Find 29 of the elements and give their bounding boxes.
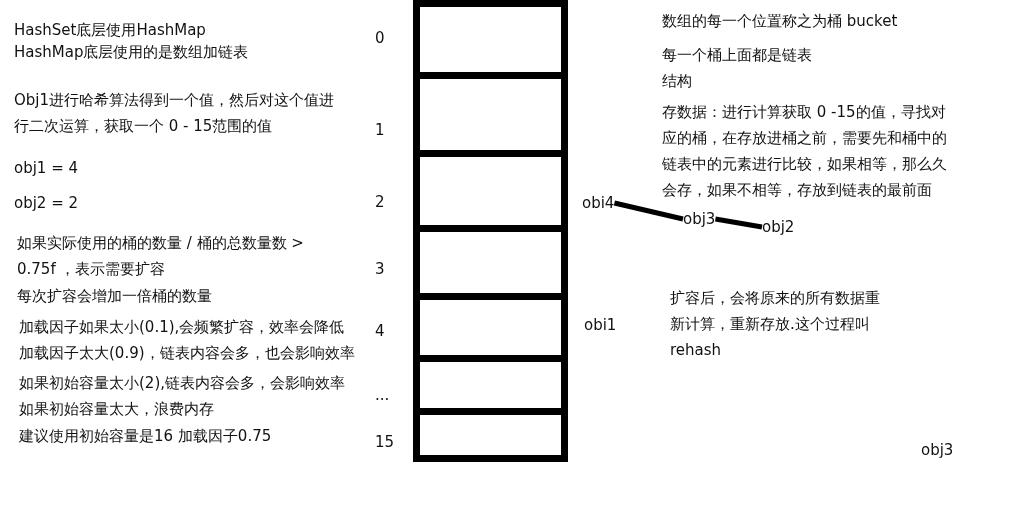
connector-line	[715, 216, 763, 230]
note-text: HashSet底层使用HashMap	[14, 20, 206, 41]
note-text: obj3	[921, 440, 954, 461]
object-label: obj3	[683, 209, 716, 229]
note-text: 如果初始容量太小(2),链表内容会多，会影响效率	[19, 373, 345, 394]
index-number: ...	[375, 385, 390, 405]
connector-line	[613, 200, 684, 222]
note-text: obj2 = 2	[14, 193, 79, 214]
note-text: 如果初始容量太大，浪费内存	[19, 399, 214, 420]
index-number: 1	[375, 120, 385, 140]
index-number: 2	[375, 192, 385, 212]
note-text: obi1	[584, 315, 617, 336]
note-text: obj1 = 4	[14, 158, 79, 179]
note-text: HashMap底层使用的是数组加链表	[14, 42, 249, 63]
note-text: 如果实际使用的桶的数量 / 桶的总数量数 > 0.75f ，表示需要扩容	[17, 233, 305, 280]
index-number: 0	[375, 28, 385, 48]
note-text: 建议使用初始容量是16 加载因子0.75	[19, 426, 272, 447]
object-label: obj2	[762, 217, 795, 237]
note-text: 加载因子如果太小(0.1),会频繁扩容，效率会降低	[19, 317, 345, 338]
note-text: 每一个桶上面都是链表结构	[662, 45, 813, 92]
note-text: 扩容后，会将原来的所有数据重新计算，重新存放.这个过程叫rehash	[670, 288, 881, 361]
object-label: obi4	[582, 193, 615, 213]
note-text: 数组的每一个位置称之为桶 bucket	[662, 11, 898, 32]
note-text: 加载因子太大(0.9)，链表内容会多，也会影响效率	[19, 343, 355, 364]
index-number: 4	[375, 321, 385, 341]
index-number: 3	[375, 259, 385, 279]
note-text: 每次扩容会增加一倍桶的数量	[17, 286, 212, 307]
note-text: Obj1进行哈希算法得到一个值，然后对这个值进行二次运算，获取一个 0 - 15范围的值	[14, 90, 336, 137]
index-number: 15	[375, 432, 395, 452]
